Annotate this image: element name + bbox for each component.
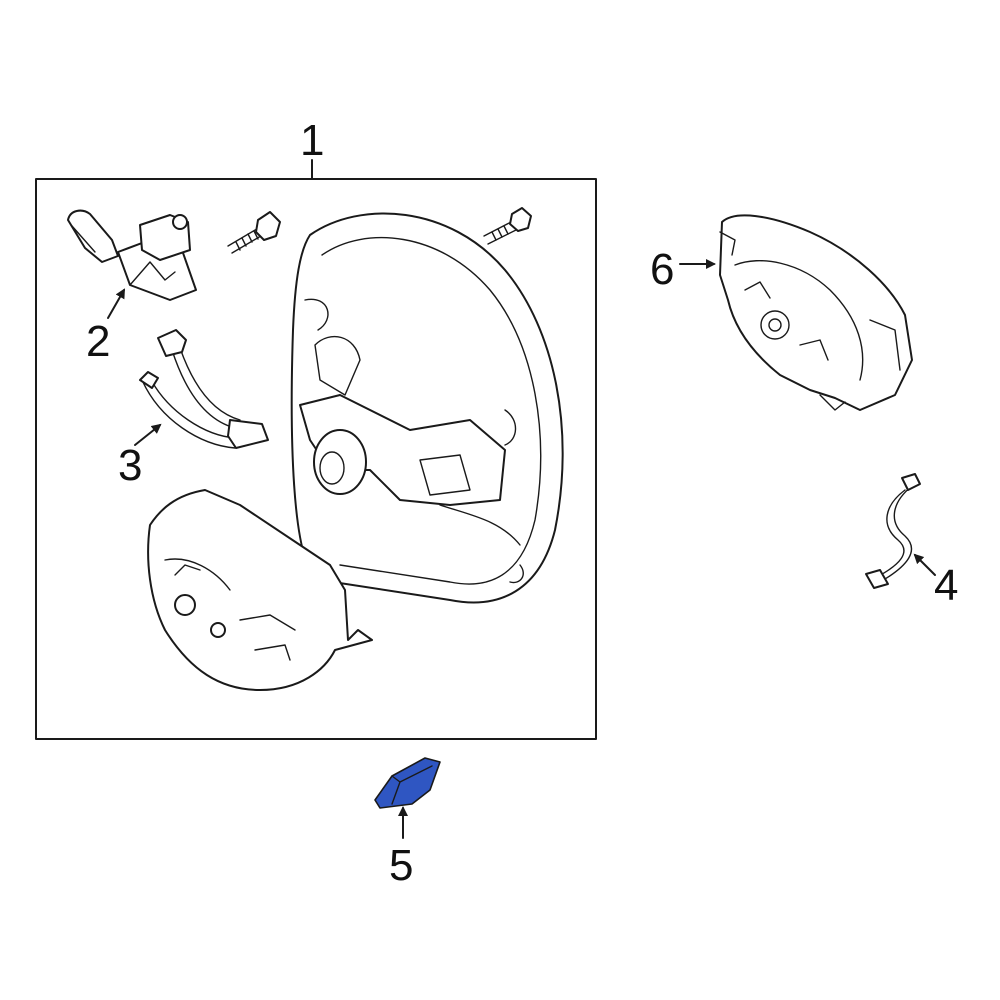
leader-arrows [107,259,936,839]
callout-6: 6 [650,245,674,294]
steering-switch[interactable] [67,209,197,301]
clip-part [374,757,441,809]
callout-2: 2 [86,317,110,366]
callout-1: 1 [300,116,324,165]
callout-3: 3 [118,441,142,490]
wire-harness[interactable] [139,329,269,449]
callout-5: 5 [389,841,413,890]
highlighted-clip[interactable] [374,757,441,809]
airbag-module[interactable] [719,214,913,411]
callout-labels: 1 2 3 4 5 6 [86,116,958,890]
bolt-left[interactable] [227,211,281,254]
airbag-harness[interactable] [865,473,921,589]
steering-wheel[interactable] [290,212,564,604]
bolt-right[interactable] [483,207,532,245]
lower-cover[interactable] [147,489,373,691]
callout-4: 4 [934,561,958,610]
assembly-box [35,159,597,740]
